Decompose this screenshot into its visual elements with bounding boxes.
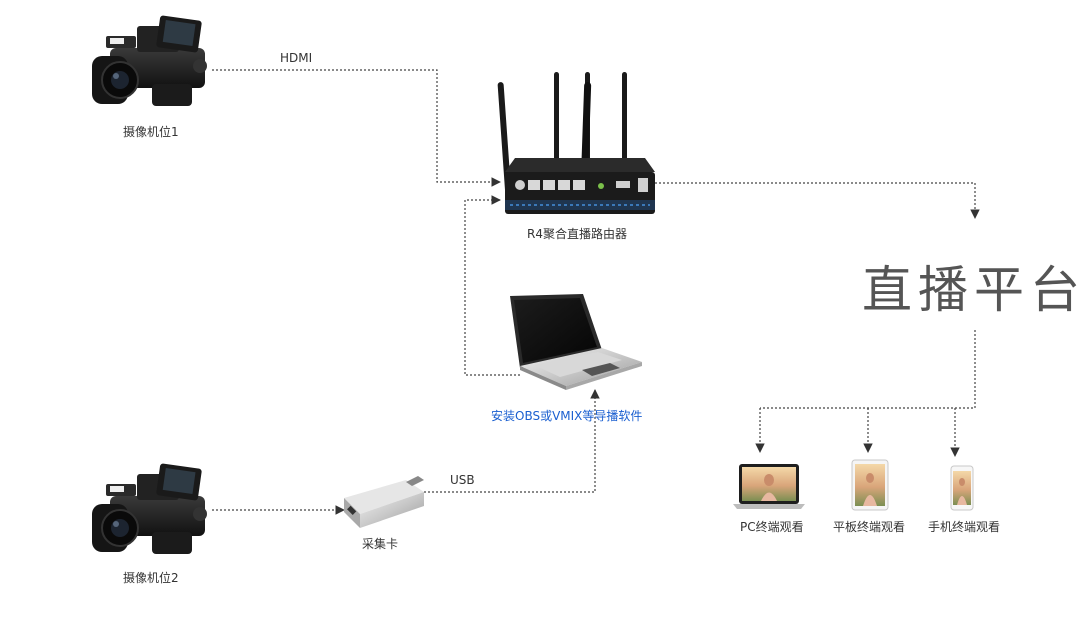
- edge-router-platform: [655, 182, 980, 219]
- camera1-icon: [92, 15, 207, 106]
- tablet-viewer-icon: [851, 459, 889, 511]
- laptop-icon: [510, 294, 642, 390]
- hdmi-label: HDMI: [280, 51, 313, 65]
- phone-viewer-icon: [950, 465, 974, 511]
- router-icon: [497, 72, 655, 214]
- laptop-label: 安装OBS或VMIX等导播软件: [491, 409, 643, 423]
- capture-card-icon: [344, 476, 424, 528]
- router-label: R4聚合直播路由器: [527, 227, 627, 241]
- pc-viewer-icon: [733, 464, 805, 509]
- capture-card-label: 采集卡: [362, 537, 399, 551]
- tablet-viewer-label: 平板终端观看: [833, 520, 906, 534]
- camera2-icon: [92, 463, 207, 554]
- edge-laptop-router: [464, 195, 520, 376]
- pc-viewer-label: PC终端观看: [740, 520, 804, 534]
- edge-capture-laptop: [420, 389, 600, 493]
- edge-platform-viewers: [760, 330, 976, 409]
- phone-viewer-label: 手机终端观看: [928, 520, 1001, 534]
- camera2-label: 摄像机位2: [123, 571, 179, 585]
- camera1-label: 摄像机位1: [123, 125, 179, 139]
- platform-label: 直播平台: [862, 261, 1080, 319]
- usb-label: USB: [450, 473, 475, 487]
- edge-camera1-router: [212, 69, 501, 187]
